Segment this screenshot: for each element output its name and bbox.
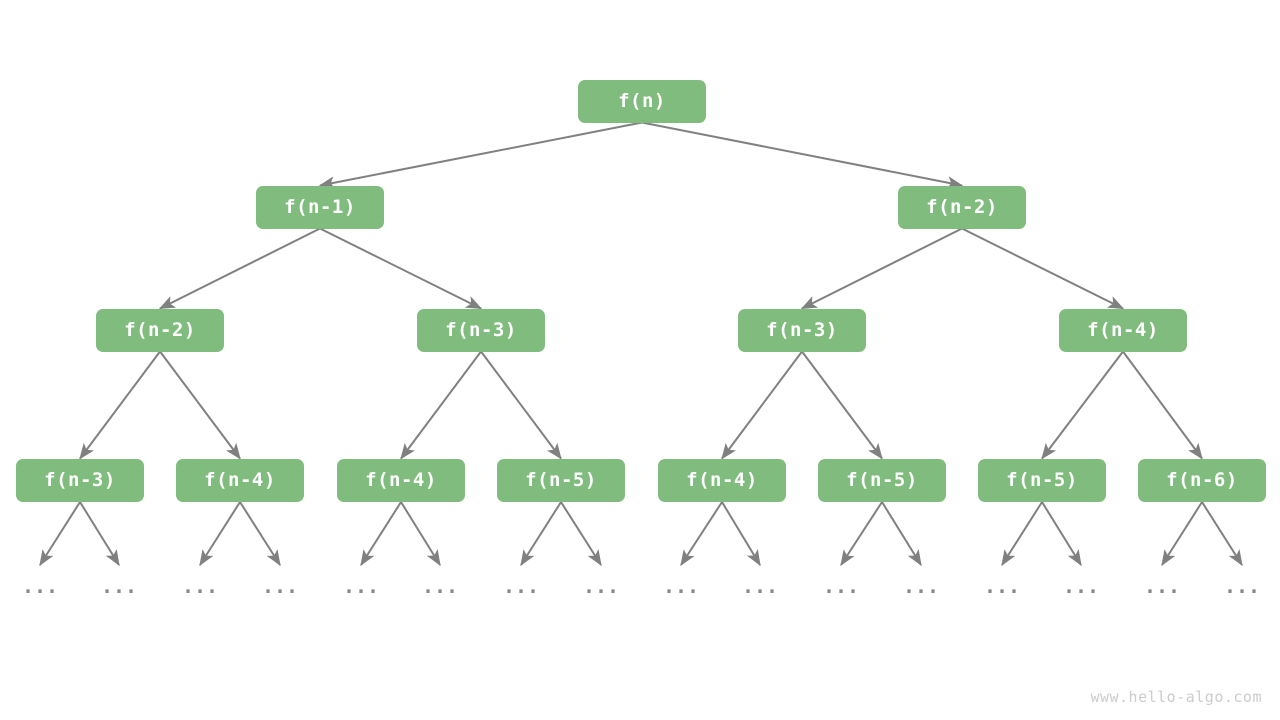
- leaf-edge: [1161, 501, 1203, 567]
- ellipsis-marker: ...: [421, 574, 459, 598]
- leaf-edge: [560, 501, 602, 567]
- leaf-edge: [721, 501, 761, 567]
- ellipsis-marker: ...: [21, 574, 59, 598]
- tree-edge: [721, 350, 803, 460]
- ellipsis-marker: ...: [582, 574, 620, 598]
- tree-node: f(n-4): [176, 458, 304, 502]
- tree-node: f(n-4): [1059, 308, 1187, 352]
- leaf-edge: [680, 501, 723, 567]
- ellipsis-marker: ...: [822, 574, 860, 598]
- tree-node: f(n-3): [16, 458, 144, 502]
- tree-edge: [961, 227, 1125, 310]
- ellipsis-marker: ...: [342, 574, 380, 598]
- tree-edges: [79, 121, 1203, 460]
- leaf-edge: [520, 501, 562, 567]
- ellipsis-marker: ...: [1223, 574, 1261, 598]
- leaf-edge: [840, 501, 883, 567]
- leaf-edge: [1201, 501, 1243, 567]
- tree-node: f(n-5): [497, 458, 625, 502]
- tree-node: f(n-2): [898, 185, 1026, 229]
- tree-node: f(n-5): [978, 458, 1106, 502]
- ellipsis-marker: ...: [261, 574, 299, 598]
- tree-edge: [318, 121, 643, 189]
- tree-node: f(n-4): [337, 458, 465, 502]
- leaf-edge: [239, 501, 281, 567]
- leaf-edge: [79, 501, 120, 567]
- ellipsis-marker: ...: [502, 574, 540, 598]
- leaf-edge: [1001, 501, 1043, 567]
- watermark: www.hello-algo.com: [1090, 688, 1262, 706]
- tree-node: f(n-2): [96, 308, 224, 352]
- tree-edge: [319, 227, 483, 310]
- tree-edge: [641, 121, 964, 189]
- leaf-ellipsis-arrows: [39, 501, 1243, 567]
- tree-edge: [801, 350, 883, 460]
- ellipsis-marker: ...: [662, 574, 700, 598]
- tree-node: f(n-1): [256, 185, 384, 229]
- leaf-edge: [881, 501, 922, 567]
- tree-node: f(n-3): [417, 308, 545, 352]
- leaf-edge: [360, 501, 402, 567]
- leaf-edge: [199, 501, 241, 567]
- ellipsis-marker: ...: [100, 574, 138, 598]
- tree-edge: [158, 227, 321, 310]
- ellipsis-marker: ...: [983, 574, 1021, 598]
- tree-edge: [800, 227, 963, 310]
- tree-edge: [480, 350, 562, 460]
- tree-edge: [400, 350, 482, 460]
- leaf-edge: [1041, 501, 1082, 567]
- tree-node: f(n-5): [818, 458, 946, 502]
- tree-edge: [159, 350, 241, 460]
- leaf-edge: [400, 501, 441, 567]
- tree-edge: [1041, 350, 1124, 460]
- tree-edge: [1122, 350, 1203, 460]
- tree-node: f(n): [578, 79, 706, 123]
- tree-edge: [79, 350, 161, 460]
- ellipsis-marker: ...: [902, 574, 940, 598]
- tree-node: f(n-6): [1138, 458, 1266, 502]
- tree-node: f(n-3): [738, 308, 866, 352]
- ellipsis-marker: ...: [741, 574, 779, 598]
- ellipsis-marker: ...: [1062, 574, 1100, 598]
- ellipsis-marker: ...: [1143, 574, 1181, 598]
- tree-node: f(n-4): [658, 458, 786, 502]
- leaf-edge: [39, 501, 81, 567]
- ellipsis-marker: ...: [181, 574, 219, 598]
